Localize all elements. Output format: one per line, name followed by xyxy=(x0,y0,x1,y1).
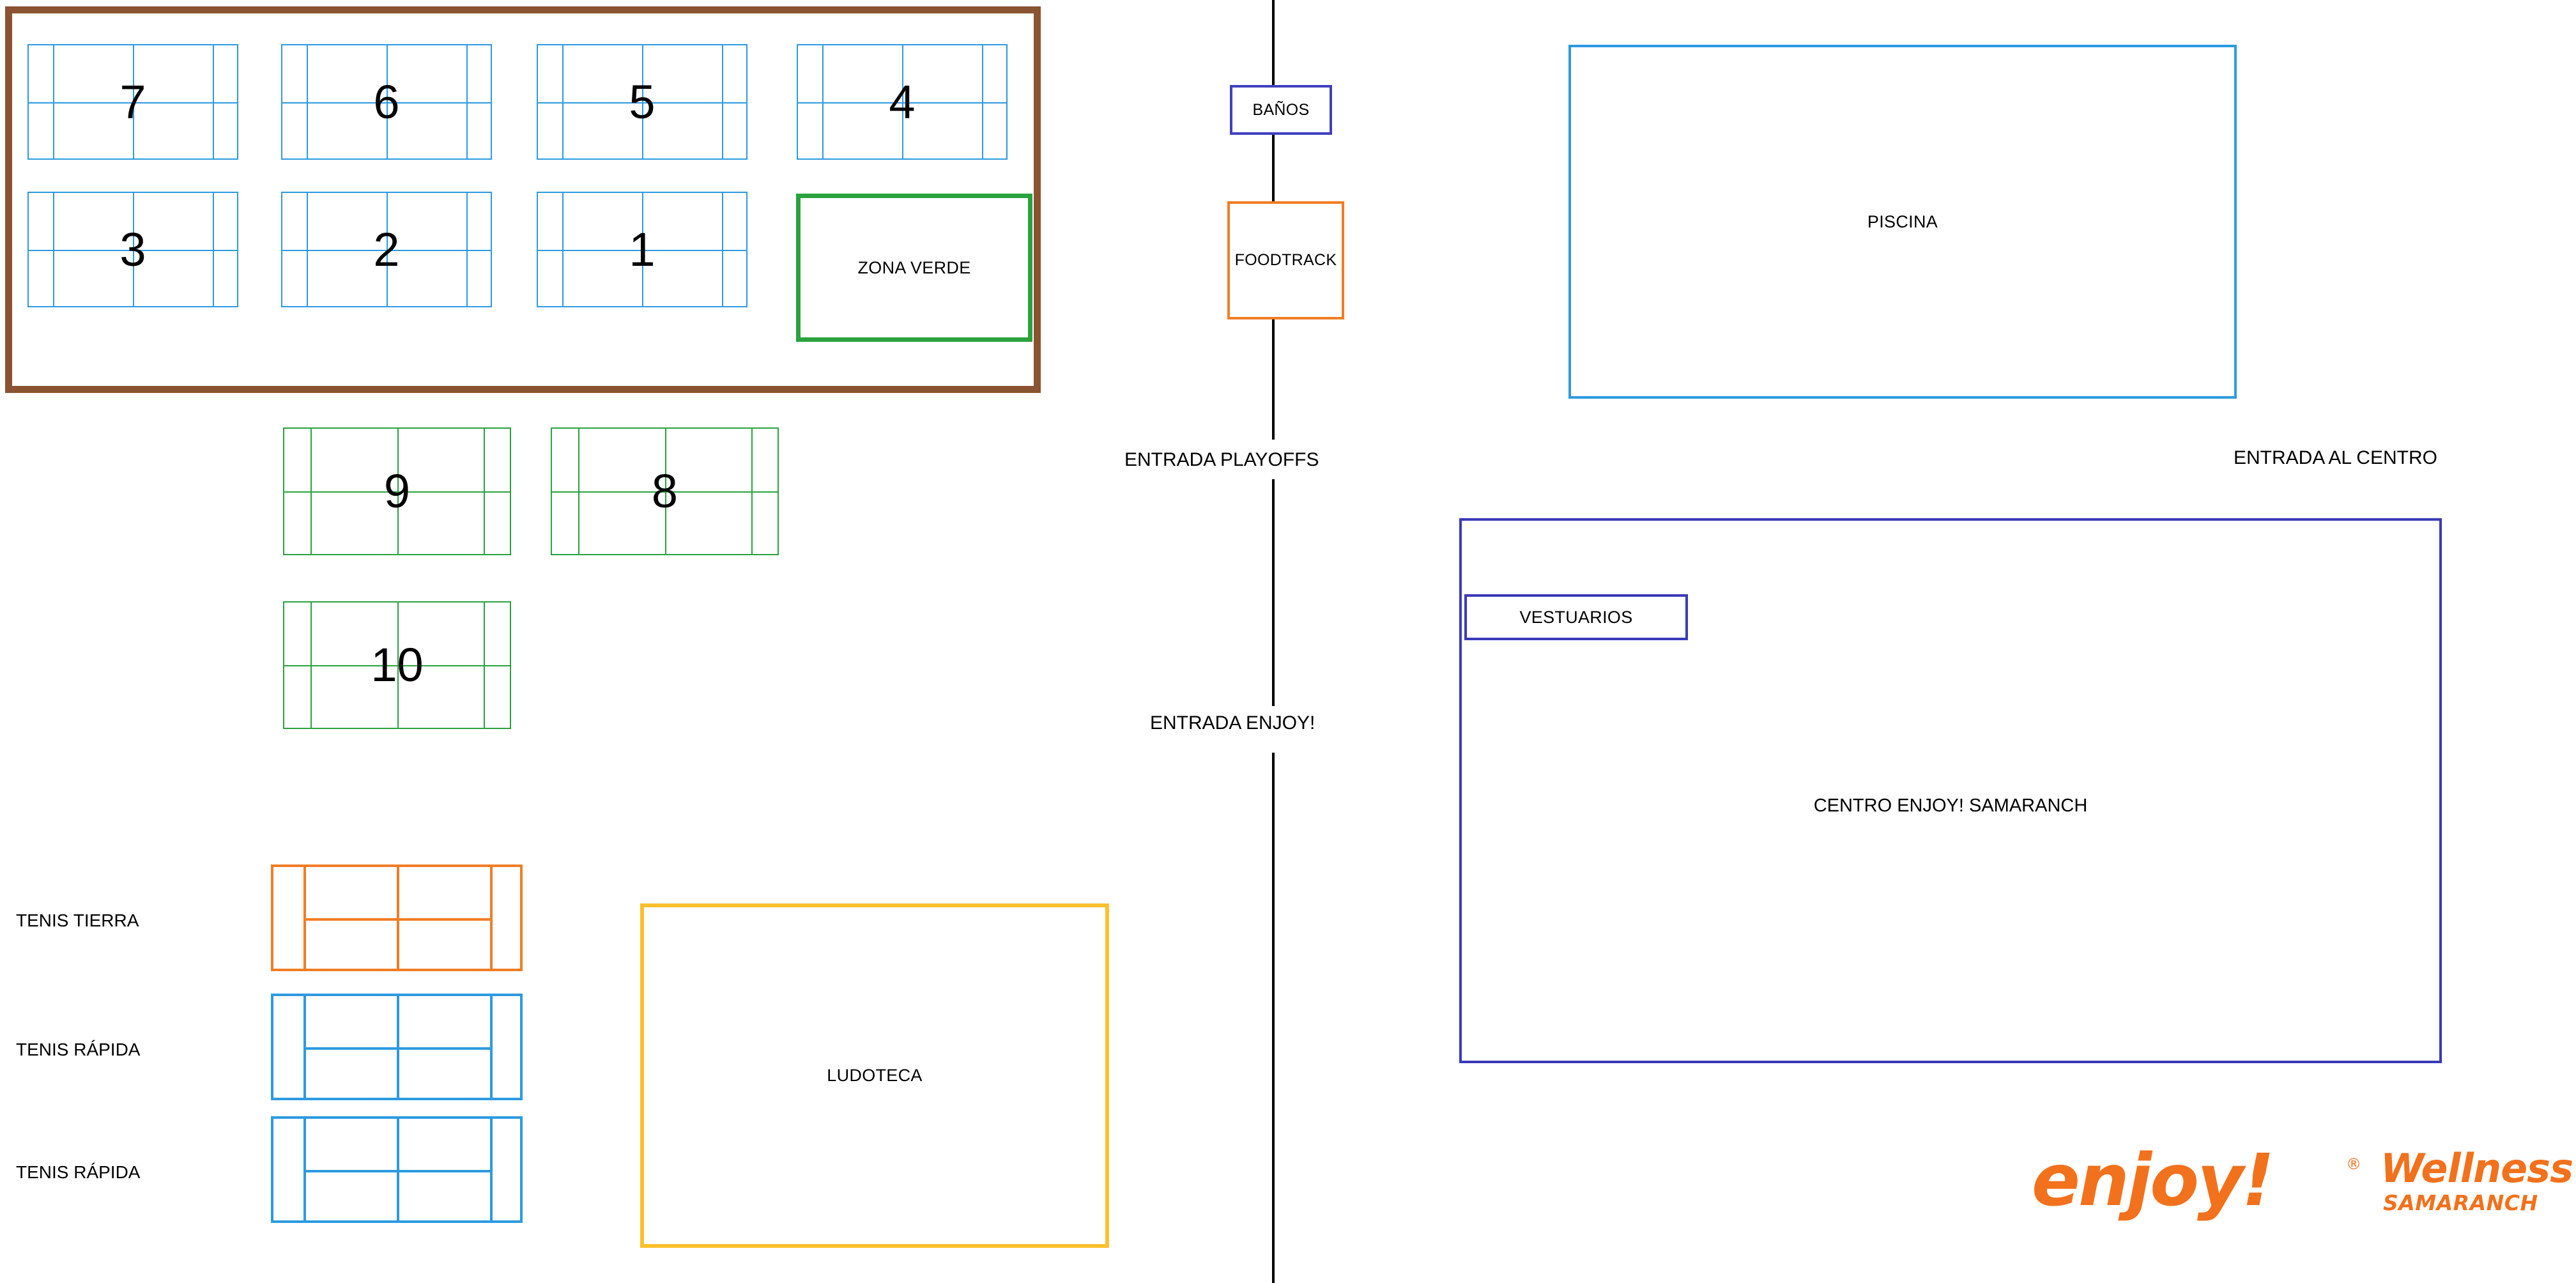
court-net-line xyxy=(797,102,1008,104)
foodtrack-area[interactable]: FOODTRACK xyxy=(1227,201,1344,319)
entrance-enjoy-label: ENTRADA ENJOY! xyxy=(1150,712,1315,734)
padel-court-1[interactable]: 1 xyxy=(537,192,747,307)
zona-verde-area[interactable]: ZONA VERDE xyxy=(796,194,1032,342)
path-segment-top xyxy=(1272,0,1275,86)
registered-trademark-icon: ® xyxy=(2346,1155,2361,1173)
court-alley-line-right xyxy=(489,864,493,971)
padel-court-6[interactable]: 6 xyxy=(281,44,492,160)
foodtrack-label: FOODTRACK xyxy=(1234,251,1337,269)
court-net-line xyxy=(537,102,747,104)
padel-court-4[interactable]: 4 xyxy=(797,44,1008,160)
court-net-line xyxy=(281,102,492,104)
court-service-line xyxy=(303,1047,490,1050)
tennis-court-clay[interactable] xyxy=(271,864,523,971)
enjoy-wellness-logo: enjoy! ® Wellness SAMARANCH xyxy=(2032,1139,2573,1265)
court-service-line xyxy=(303,918,490,921)
court-net-line xyxy=(537,249,747,251)
court-net-line xyxy=(27,249,238,251)
court-net-line xyxy=(283,665,511,666)
court-alley-line-right xyxy=(489,994,493,1100)
court-net-line xyxy=(27,102,238,104)
court-service-line xyxy=(303,1169,490,1172)
wellness-wordmark: Wellness xyxy=(2380,1145,2573,1192)
padel-court-5[interactable]: 5 xyxy=(537,44,747,160)
banos-area[interactable]: BAÑOS xyxy=(1230,85,1332,135)
tennis-court-1-label: TENIS TIERRA xyxy=(16,910,139,930)
piscina-label: PISCINA xyxy=(1867,211,1938,231)
centro-label: CENTRO ENJOY! SAMARANCH xyxy=(1813,795,2088,816)
path-segment-banos-foodtrack xyxy=(1272,134,1275,203)
ludoteca-area[interactable]: LUDOTECA xyxy=(640,903,1109,1248)
path-segment-playoffs xyxy=(1272,318,1275,440)
court-net-line xyxy=(283,491,511,493)
court-net-line xyxy=(551,491,779,493)
court-alley-line-right xyxy=(489,1116,493,1223)
path-segment-middle xyxy=(1272,479,1275,706)
tennis-court-3-label: TENIS RÁPIDA xyxy=(16,1162,141,1182)
padel-court-8[interactable]: 8 xyxy=(551,427,779,555)
vestuarios-area[interactable]: VESTUARIOS xyxy=(1464,594,1688,640)
padel-court-9[interactable]: 9 xyxy=(283,427,511,555)
enjoy-wordmark: enjoy! xyxy=(2032,1139,2274,1222)
padel-court-10[interactable]: 10 xyxy=(283,601,511,729)
vestuarios-label: VESTUARIOS xyxy=(1519,607,1633,627)
padel-court-3[interactable]: 3 xyxy=(27,192,238,307)
court-net-line xyxy=(281,249,492,251)
zona-verde-label: ZONA VERDE xyxy=(857,257,971,277)
entrance-centro-label: ENTRADA AL CENTRO xyxy=(2234,447,2437,468)
padel-court-7[interactable]: 7 xyxy=(27,44,238,160)
banos-label: BAÑOS xyxy=(1252,100,1310,119)
samaranch-wordmark: SAMARANCH xyxy=(2383,1190,2538,1215)
path-segment-bottom xyxy=(1272,753,1275,1283)
tennis-court-2-label: TENIS RÁPIDA xyxy=(16,1040,141,1059)
piscina-area[interactable]: PISCINA xyxy=(1568,45,2237,399)
tennis-court-hard-2[interactable] xyxy=(271,1116,523,1223)
entrance-playoffs-label: ENTRADA PLAYOFFS xyxy=(1124,449,1319,470)
tennis-court-hard-1[interactable] xyxy=(271,994,523,1100)
centro-enjoy-samaranch-area[interactable]: CENTRO ENJOY! SAMARANCH xyxy=(1459,518,2442,1063)
padel-court-2[interactable]: 2 xyxy=(281,192,492,307)
ludoteca-label: LUDOTECA xyxy=(827,1066,923,1085)
padel-indoor-enclosure xyxy=(5,6,1041,393)
